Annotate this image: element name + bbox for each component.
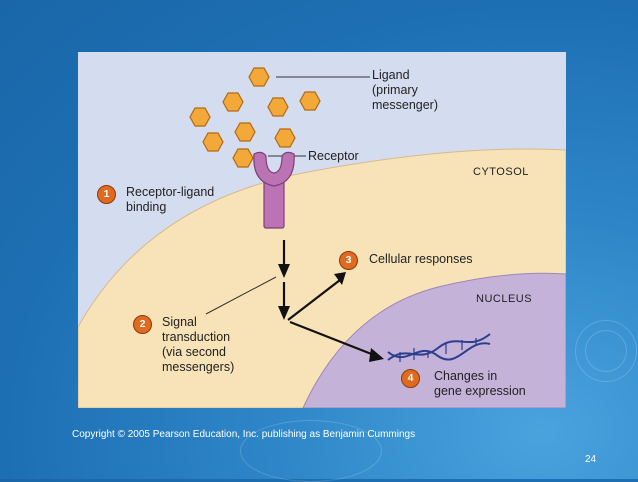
ligand-hexagon — [248, 67, 270, 87]
ligand-hexagon — [189, 107, 211, 127]
ligand-hexagon — [222, 92, 244, 112]
receptor-label: Receptor — [308, 149, 359, 163]
ligand-hexagon — [232, 148, 254, 168]
step-1-badge: 1 — [97, 185, 116, 204]
nucleus-region — [302, 272, 566, 408]
signal-arrows — [282, 240, 375, 357]
ripple-decoration — [575, 320, 637, 382]
signal-transduction-diagram — [78, 67, 566, 408]
ligand-hexagon — [299, 91, 321, 111]
ligand-hexagon — [202, 132, 224, 152]
step-2-badge: 2 — [133, 315, 152, 334]
step-3-label: Cellular responses — [369, 252, 473, 266]
step-4-label: Changes in gene expression — [434, 369, 526, 398]
cytosol-label: CYTOSOL — [473, 166, 529, 178]
slide-number: 24 — [585, 454, 597, 465]
dna-helix — [387, 333, 491, 362]
ligand-hexagon — [274, 128, 296, 148]
step-1-label: Receptor-ligand binding — [126, 185, 215, 214]
step-3-badge: 3 — [339, 251, 358, 270]
ligand-molecules — [189, 67, 321, 168]
step-2-label: Signal transduction (via second messenge… — [162, 315, 235, 374]
receptor-protein — [253, 151, 295, 229]
step2-leader-line — [205, 276, 277, 315]
copyright-notice: Copyright © 2005 Pearson Education, Inc.… — [72, 429, 416, 440]
nucleus-label: NUCLEUS — [476, 293, 533, 305]
step-4-badge: 4 — [401, 369, 420, 388]
arrow-heads — [278, 264, 384, 362]
diagram-panel: Ligand (primary messenger) Receptor CYTO… — [78, 52, 566, 408]
ligand-hexagon — [234, 122, 256, 142]
ligand-label: Ligand (primary messenger) — [372, 68, 438, 112]
ligand-hexagon — [267, 97, 289, 117]
